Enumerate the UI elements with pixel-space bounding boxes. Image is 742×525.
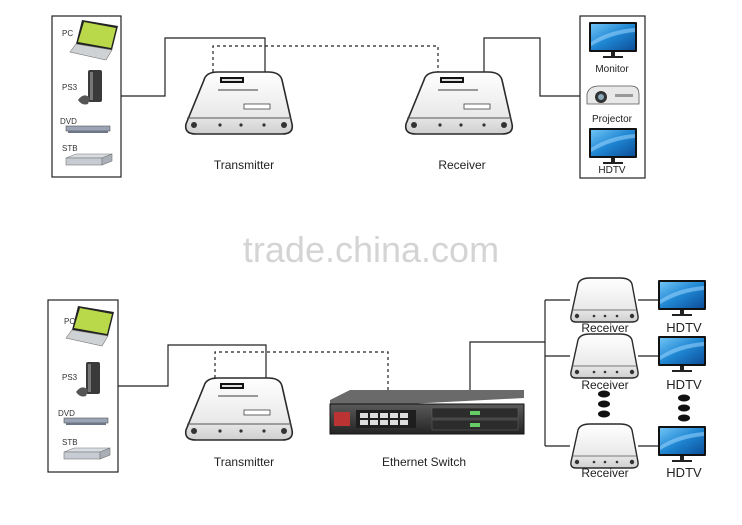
bottom-hdtv-1-label: HDTV <box>666 320 702 335</box>
top-section: PC PS3 DVD STB Transmitter Receiver Moni… <box>51 15 646 179</box>
bottom-receiver-1-device <box>570 277 639 323</box>
top-display-projector: Projector <box>592 114 633 125</box>
bottom-source-pc: PC <box>64 317 75 326</box>
dvd-player-icon <box>65 125 111 134</box>
hdtv-3-icon <box>658 426 706 462</box>
top-receiver-label: Receiver <box>438 158 485 172</box>
bottom-receiver-1-label: Receiver <box>581 321 628 335</box>
top-transmitter-label: Transmitter <box>214 158 274 172</box>
switch-uplink-line <box>469 341 545 390</box>
bottom-source-dvd: DVD <box>58 409 75 418</box>
bottom-source-ps3: PS3 <box>62 373 78 382</box>
watermark: trade.china.com <box>243 229 499 270</box>
ethernet-switch-device <box>329 390 525 435</box>
top-hdmi-input-line <box>121 37 266 97</box>
top-ethernet-cable <box>212 45 439 72</box>
bottom-source-stb: STB <box>62 438 78 447</box>
bottom-receiver-2-label: Receiver <box>581 378 628 392</box>
set-top-box-icon <box>63 447 111 460</box>
dvd-player-icon <box>63 417 109 426</box>
bottom-hdmi-input-line <box>118 344 267 387</box>
more-hdtv-dots <box>678 394 690 422</box>
top-display-hdtv: HDTV <box>598 165 626 176</box>
bottom-transmitter-device <box>184 377 294 441</box>
top-transmitter-device <box>184 71 294 135</box>
hdtv-2-icon <box>658 336 706 372</box>
top-display-monitor: Monitor <box>595 64 629 75</box>
bottom-receiver-3-label: Receiver <box>581 466 628 480</box>
top-receiver-device <box>404 71 514 135</box>
top-hdmi-output-line <box>483 37 580 97</box>
bottom-receiver-3-device <box>570 423 639 469</box>
bottom-section: PC PS3 DVD STB Transmitter <box>47 277 706 480</box>
switch-label: Ethernet Switch <box>382 455 466 469</box>
bottom-transmitter-label: Transmitter <box>214 455 274 469</box>
bottom-receiver-2-device <box>570 333 639 379</box>
hdtv-1-icon <box>658 280 706 316</box>
bottom-ethernet-cable <box>214 351 389 390</box>
top-source-pc: PC <box>62 29 73 38</box>
top-source-ps3: PS3 <box>62 83 78 92</box>
bottom-hdtv-2-label: HDTV <box>666 377 702 392</box>
bottom-hdtv-3-label: HDTV <box>666 465 702 480</box>
set-top-box-icon <box>65 153 113 166</box>
more-receivers-dots <box>598 390 610 418</box>
top-source-stb: STB <box>62 144 78 153</box>
top-source-dvd: DVD <box>60 117 77 126</box>
projector-icon <box>586 85 640 105</box>
